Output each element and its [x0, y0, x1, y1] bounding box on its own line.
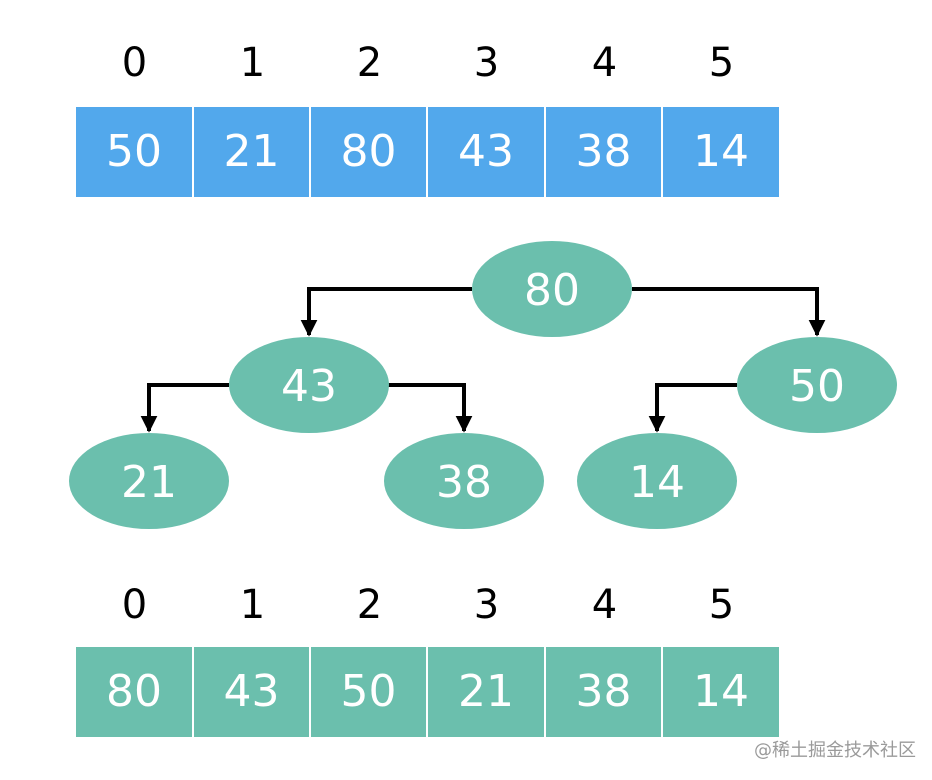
top-array-cell-3: 43 — [428, 107, 544, 197]
top-array: 50 21 80 43 38 14 — [76, 107, 781, 197]
top-index-row: 0 1 2 3 4 5 — [76, 38, 781, 88]
tree-node-label: 50 — [789, 361, 845, 412]
heap-tree-diagram: 80 43 50 21 38 14 — [69, 241, 897, 529]
watermark: @稀土掘金技术社区 — [754, 740, 916, 761]
tree-node-label: 43 — [281, 361, 337, 412]
top-index-3: 3 — [473, 40, 500, 86]
bottom-array: 80 43 50 21 38 14 — [76, 647, 781, 737]
tree-node-80: 80 — [472, 241, 632, 337]
bottom-array-cell-4: 38 — [546, 647, 661, 737]
tree-node-label: 21 — [121, 457, 177, 508]
edge-43-to-21 — [140, 383, 229, 433]
top-array-cell-2: 80 — [311, 107, 426, 197]
top-index-0: 0 — [121, 40, 148, 86]
top-index-1: 1 — [239, 40, 266, 86]
tree-node-label: 80 — [524, 265, 580, 316]
bottom-index-2: 2 — [356, 582, 383, 628]
bottom-array-cell-0: 80 — [76, 647, 192, 737]
top-index-5: 5 — [708, 40, 735, 86]
bottom-index-1: 1 — [239, 582, 266, 628]
bottom-index-row: 0 1 2 3 4 5 — [76, 580, 781, 630]
edge-43-to-38 — [388, 383, 473, 433]
top-index-2: 2 — [356, 40, 383, 86]
edge-80-to-43 — [300, 287, 472, 337]
bottom-index-5: 5 — [708, 582, 735, 628]
top-array-cell-4: 38 — [546, 107, 661, 197]
tree-node-43: 43 — [229, 337, 389, 433]
tree-nodes: 80 43 50 21 38 14 — [69, 241, 897, 529]
bottom-array-cell-2: 50 — [311, 647, 426, 737]
top-array-cell-0: 50 — [76, 107, 192, 197]
bottom-array-cell-5: 14 — [663, 647, 779, 737]
bottom-index-4: 4 — [591, 582, 618, 628]
tree-node-50: 50 — [737, 337, 897, 433]
edge-80-to-50 — [632, 287, 826, 337]
tree-node-38: 38 — [384, 433, 544, 529]
tree-node-21: 21 — [69, 433, 229, 529]
edge-50-to-14 — [648, 383, 737, 433]
tree-node-label: 38 — [436, 457, 492, 508]
bottom-array-cell-1: 43 — [194, 647, 309, 737]
bottom-index-0: 0 — [121, 582, 148, 628]
tree-node-label: 14 — [629, 457, 685, 508]
tree-node-14: 14 — [577, 433, 737, 529]
tree-edges — [140, 287, 826, 433]
top-array-cell-5: 14 — [663, 107, 779, 197]
top-array-cell-1: 21 — [194, 107, 309, 197]
bottom-array-cell-3: 21 — [428, 647, 544, 737]
bottom-index-3: 3 — [473, 582, 500, 628]
top-index-4: 4 — [591, 40, 618, 86]
